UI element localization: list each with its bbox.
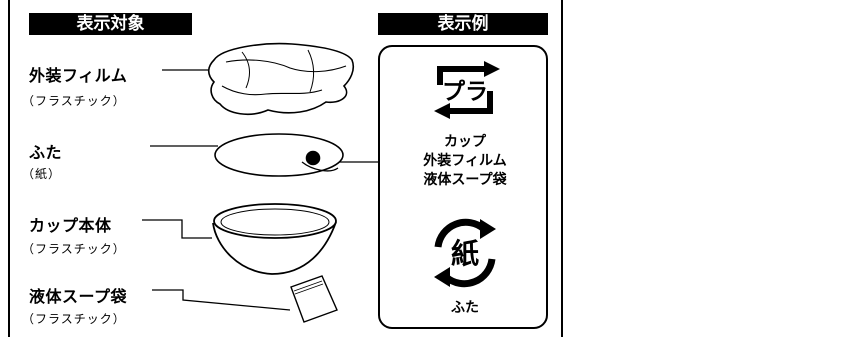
item-material-outer-film: （フラスチック）: [22, 94, 126, 108]
item-material-soup-packet: （フラスチック）: [22, 312, 126, 326]
item-material-cup-body: （フラスチック）: [22, 242, 126, 256]
example-header: 表示例: [378, 13, 548, 35]
right-border: [561, 0, 563, 337]
item-label-soup-packet: 液体スープ袋: [29, 287, 128, 306]
item-label-cup-body: カップ本体: [29, 216, 112, 235]
paper-caption: ふた: [451, 300, 479, 316]
left-border: [8, 0, 10, 337]
paper-mark-text: 紙: [451, 237, 479, 270]
target-header: 表示対象: [29, 13, 192, 35]
item-material-lid: （紙）: [22, 167, 62, 181]
plastic-caption: カップ 外装フィルム 液体スープ袋: [380, 133, 550, 190]
plastic-recycle-icon: プラ: [434, 61, 500, 119]
plastic-caption-line-2: 外装フィルム: [423, 153, 507, 169]
paper-recycle-icon: 紙: [434, 218, 496, 288]
plastic-caption-line-1: カップ: [444, 134, 486, 150]
lid-tab-dot: [305, 150, 321, 166]
outer-film-drawing: [207, 42, 355, 116]
leader-line-cup-body: [142, 219, 212, 239]
lid-drawing: [214, 133, 344, 177]
soup-packet-drawing: [290, 275, 338, 323]
item-label-outer-film: 外装フィルム: [29, 66, 128, 85]
leader-line-soup-packet: [152, 289, 291, 311]
plastic-caption-line-3: 液体スープ袋: [423, 172, 507, 188]
example-box: プラ カップ 外装フィルム 液体スープ袋 紙 ふた: [378, 45, 548, 329]
cup-body-drawing: [212, 203, 337, 275]
item-label-lid: ふた: [29, 143, 63, 162]
plastic-mark-text: プラ: [442, 79, 488, 105]
